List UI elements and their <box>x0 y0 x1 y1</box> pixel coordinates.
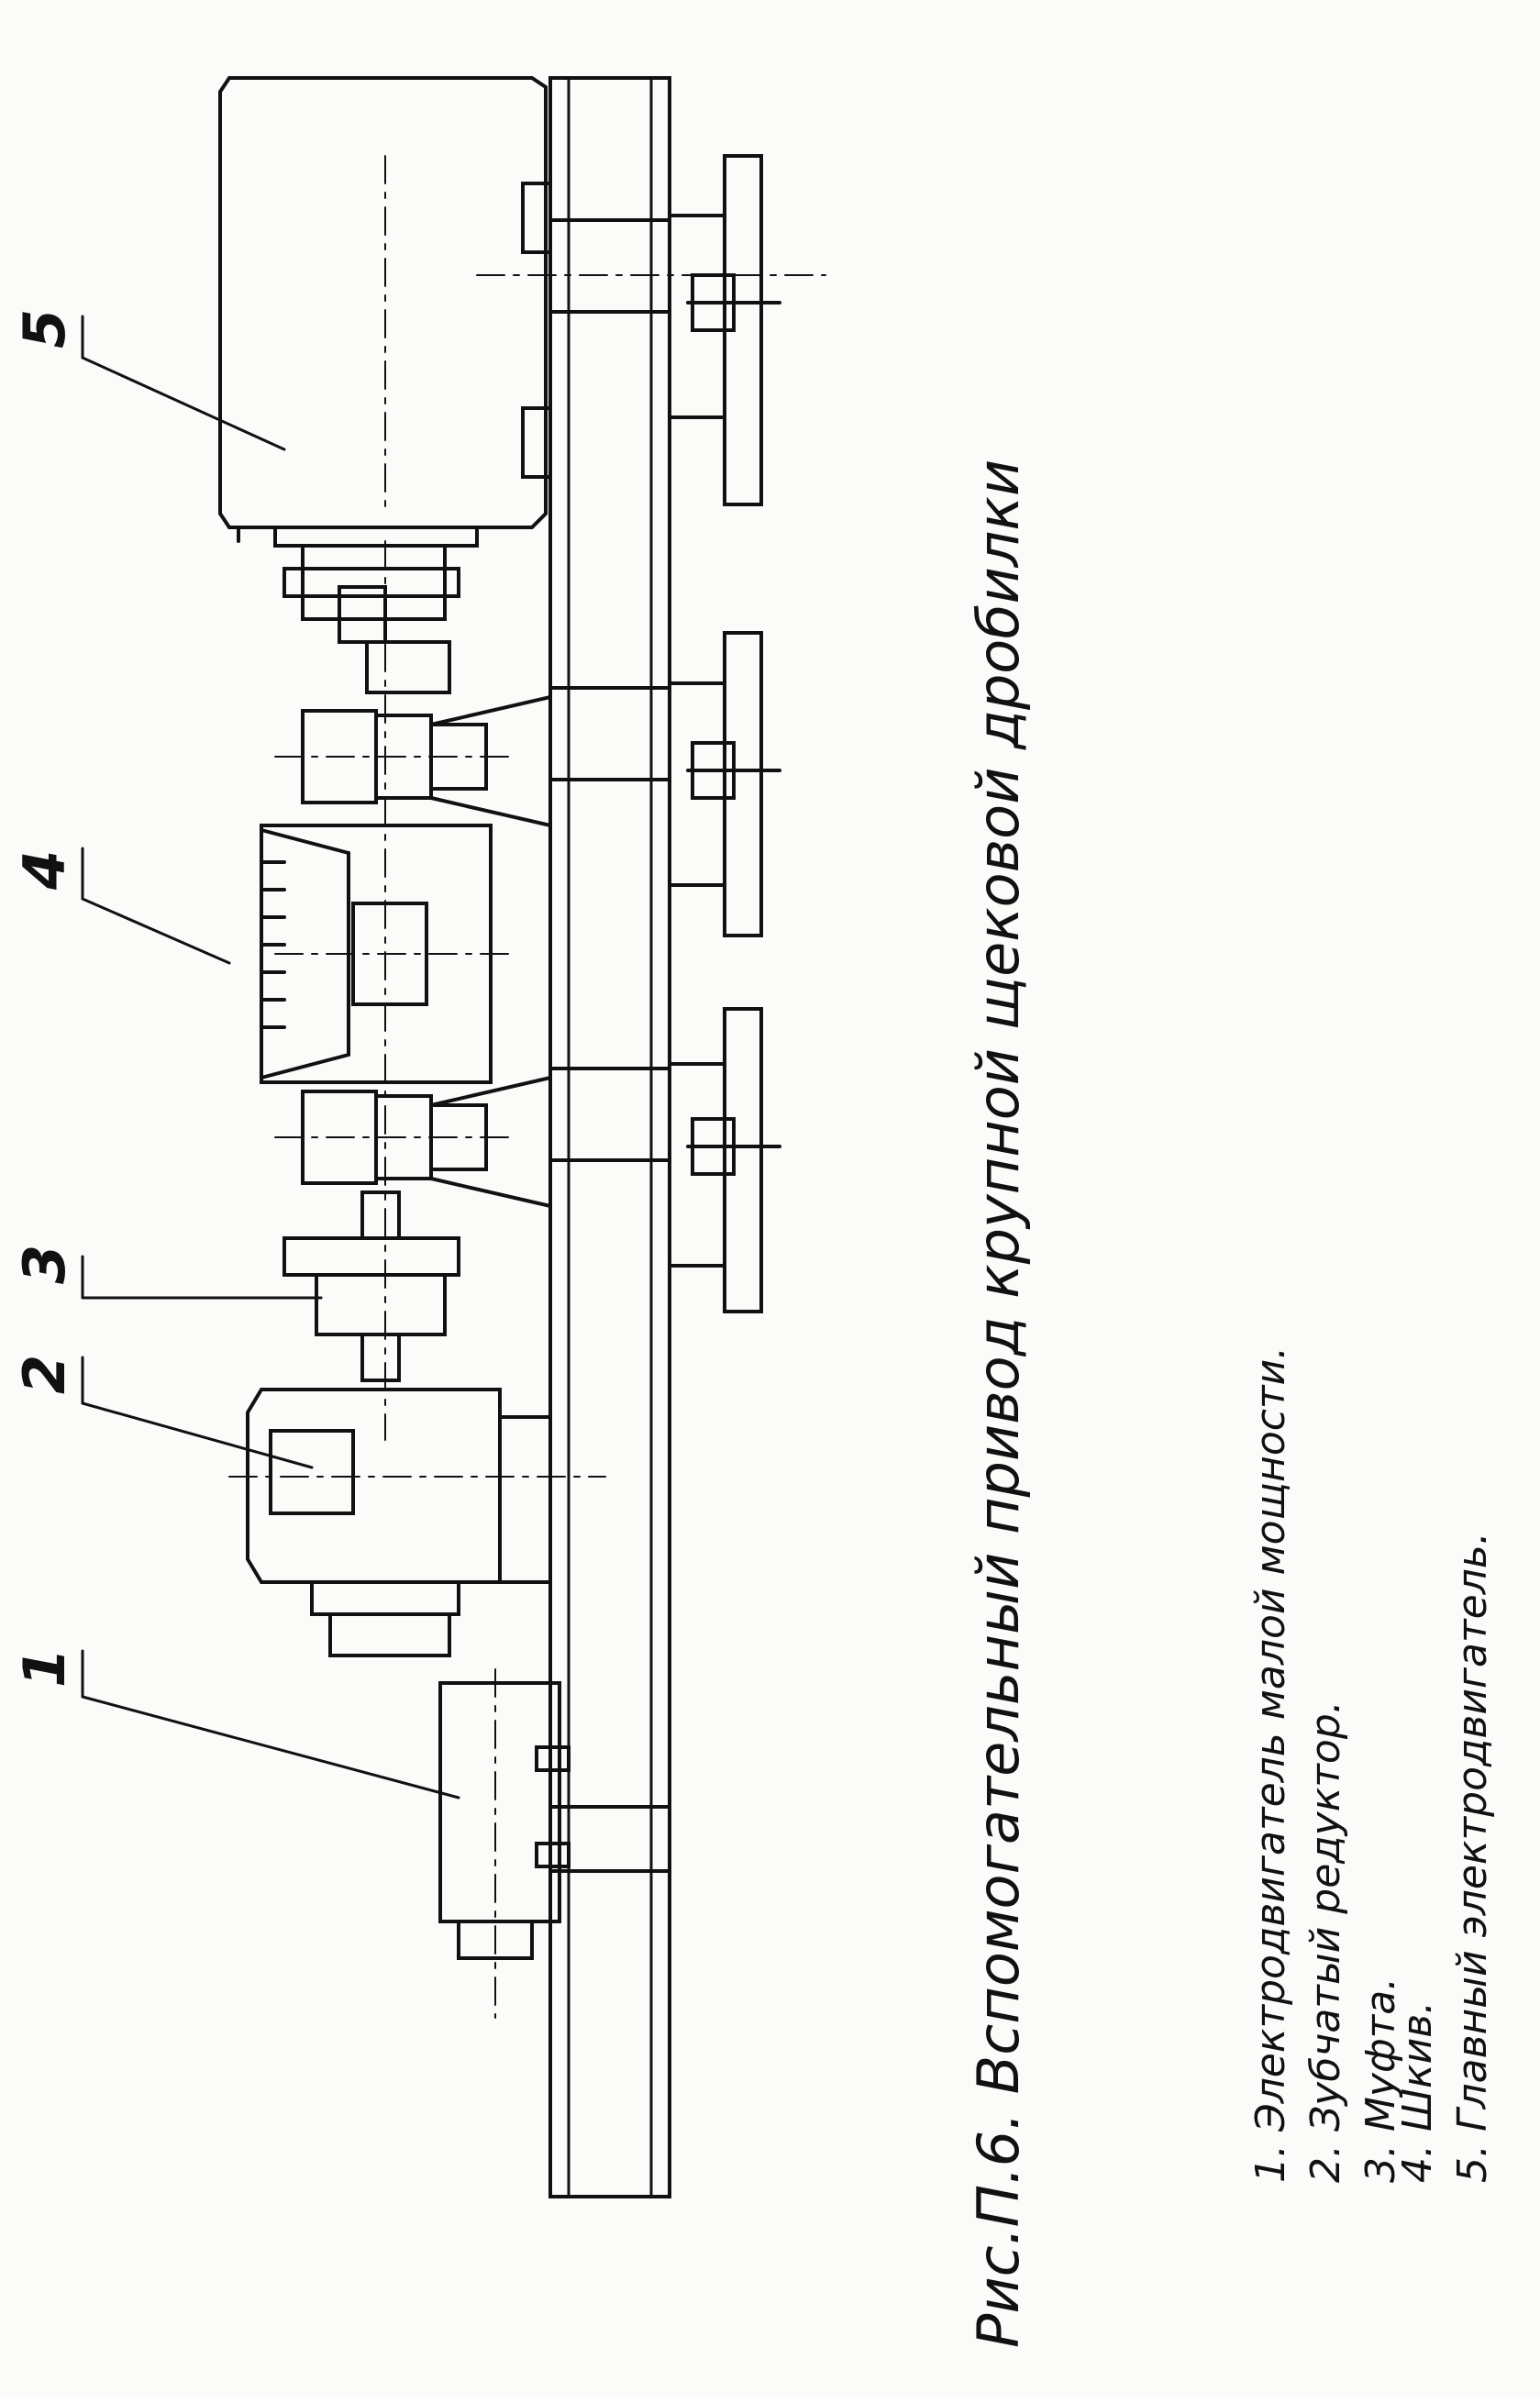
legend: 1. Электродвигатель малой мощности. 2. З… <box>1247 1346 1496 2183</box>
coupling-upper <box>283 544 460 694</box>
legend-item-3: 3. Муфта. <box>1357 1977 1404 2183</box>
leader-lines <box>81 315 460 1799</box>
legend-item-1: 1. Электродвигатель малой мощности. <box>1247 1346 1294 2183</box>
bearing-lower <box>274 1075 552 1209</box>
bearing-upper <box>274 694 552 828</box>
callout-3: 3 <box>11 1245 78 1284</box>
gear-reducer <box>228 1388 606 1657</box>
callout-5: 5 <box>11 309 78 349</box>
foundation-supports <box>668 154 781 1313</box>
pulley <box>260 824 515 1084</box>
callout-1: 1 <box>11 1648 78 1688</box>
small-motor <box>438 1668 571 2019</box>
base-frame <box>548 76 671 2198</box>
callout-2: 2 <box>11 1355 78 1394</box>
coupling-lower <box>283 1190 460 1382</box>
legend-item-5: 5. Главный электродвигатель. <box>1449 1532 1496 2183</box>
legend-item-2: 2. Зубчатый редуктор. <box>1302 1700 1349 2183</box>
callout-4: 4 <box>11 850 78 891</box>
main-motor <box>218 76 826 548</box>
legend-item-4: 4. Шкив. <box>1394 2001 1441 2183</box>
figure-caption: Рис.П.6. Вспомогательный привод крупной … <box>965 460 1032 2348</box>
